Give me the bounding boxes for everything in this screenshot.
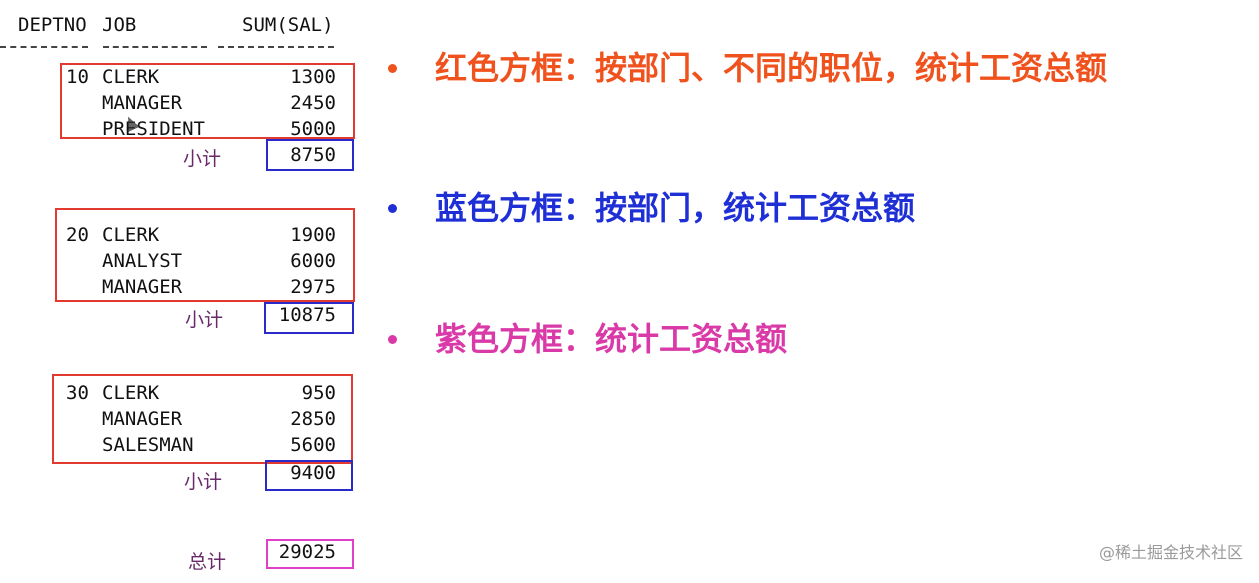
sal-cell: 1900 xyxy=(290,224,336,246)
blue-box-dept-30 xyxy=(265,460,353,491)
subtotal-label: 小计 xyxy=(184,471,223,493)
subtotal-label: 小计 xyxy=(183,148,222,170)
deptno-cell: 30 xyxy=(66,382,89,404)
job-cell: SALESMAN xyxy=(102,434,194,456)
job-cell: CLERK xyxy=(102,224,160,246)
sal-cell: 2450 xyxy=(290,92,336,114)
subtotal-value: 8750 xyxy=(290,144,336,166)
bullet-dot-icon xyxy=(388,334,397,344)
job-cell: MANAGER xyxy=(102,92,183,114)
bullet-blue: 蓝色方框：按部门，统计工资总额 xyxy=(388,192,915,224)
bullet-purple: 紫色方框：统计工资总额 xyxy=(388,323,787,355)
red-box-dept-20 xyxy=(55,208,355,302)
blue-box-dept-10 xyxy=(266,139,354,171)
sal-cell: 2975 xyxy=(290,276,336,298)
bullet-text-blue: 蓝色方框：按部门，统计工资总额 xyxy=(435,189,916,227)
sal-cell: 2850 xyxy=(290,408,336,430)
header-job: JOB xyxy=(102,14,137,36)
job-cell: MANAGER xyxy=(102,408,183,430)
subtotal-value: 10875 xyxy=(278,304,336,326)
header-sum: SUM(SAL) xyxy=(242,14,334,36)
bullet-red: 红色方框：按部门、不同的职位，统计工资总额 xyxy=(388,52,1107,84)
subtotal-label: 小计 xyxy=(185,309,224,331)
job-cell: ANALYST xyxy=(102,250,183,272)
sal-cell: 5600 xyxy=(290,434,336,456)
red-box-dept-10 xyxy=(60,63,355,139)
header-divider-job xyxy=(103,46,207,48)
sal-cell: 6000 xyxy=(290,250,336,272)
watermark: @稀土掘金技术社区 xyxy=(1098,543,1243,562)
job-cell: CLERK xyxy=(102,382,160,404)
sal-cell: 950 xyxy=(301,382,336,404)
header-deptno: DEPTNO xyxy=(18,14,87,36)
job-cell: PRESIDENT xyxy=(102,118,205,140)
bullet-dot-icon xyxy=(388,63,397,73)
deptno-cell: 10 xyxy=(66,66,89,88)
purple-box-total xyxy=(266,539,354,569)
deptno-cell: 20 xyxy=(66,224,89,246)
total-value: 29025 xyxy=(278,541,336,563)
subtotal-value: 9400 xyxy=(290,462,336,484)
total-label: 总计 xyxy=(188,551,227,573)
job-cell: CLERK xyxy=(102,66,160,88)
bullet-dot-icon xyxy=(388,203,397,213)
sal-cell: 1300 xyxy=(290,66,336,88)
header-divider-sum xyxy=(218,46,334,48)
header-divider-deptno xyxy=(0,46,88,48)
bullet-text-purple: 紫色方框：统计工资总额 xyxy=(435,320,788,358)
red-box-dept-30 xyxy=(52,374,353,464)
job-cell: MANAGER xyxy=(102,276,183,298)
sal-cell: 5000 xyxy=(290,118,336,140)
bullet-text-red: 红色方框：按部门、不同的职位，统计工资总额 xyxy=(435,49,1108,87)
blue-box-dept-20 xyxy=(264,302,354,334)
